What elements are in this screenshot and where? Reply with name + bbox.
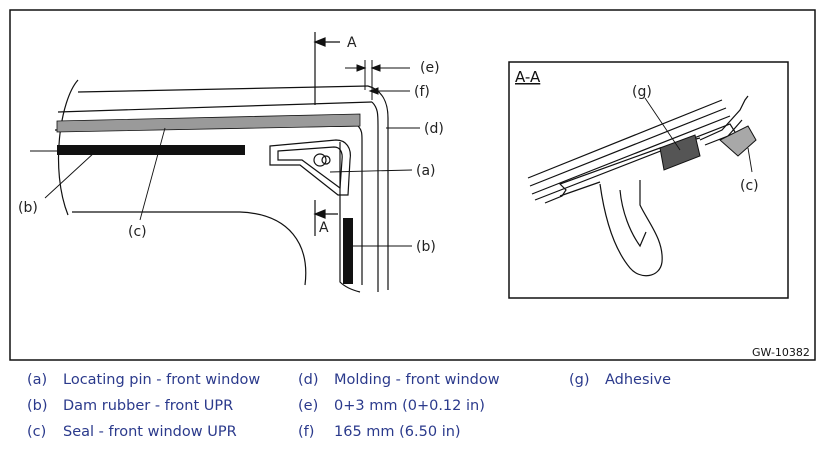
legend-key: (d)	[298, 372, 319, 388]
legend-item-a: (a) Locating pin - front window	[27, 372, 260, 388]
leaders-main	[44, 127, 420, 247]
leaders-section	[644, 97, 753, 173]
callout-b-left: (b)	[18, 200, 38, 216]
callout-e: (e)	[420, 60, 440, 76]
adhesive-block	[659, 134, 701, 171]
locating-pin	[313, 153, 327, 167]
dimension-f	[368, 87, 410, 95]
window-vertical-edge	[339, 142, 361, 293]
legend-item-d: (d) Molding - front window	[298, 372, 500, 388]
callout-a: (a)	[416, 163, 436, 179]
callout-c-section: (c)	[740, 178, 759, 194]
locating-pin-bracket	[269, 139, 351, 196]
main-view	[54, 79, 389, 293]
legend-key: (c)	[27, 424, 47, 440]
section-seal	[719, 125, 757, 157]
section-letter-top: A	[347, 35, 357, 51]
figure-id: GW-10382	[752, 346, 810, 359]
dam-rubber-upper	[57, 145, 245, 155]
callout-g: (g)	[632, 84, 652, 100]
callout-f: (f)	[414, 84, 430, 100]
callout-c-main: (c)	[128, 224, 147, 240]
section-letter-bottom: A	[319, 220, 329, 236]
section-title: A-A	[515, 68, 541, 86]
legend: (a) Locating pin - front window (b) Dam ru…	[0, 366, 824, 450]
section-marker-top	[313, 32, 340, 105]
legend-item-f: (f) 165 mm (6.50 in)	[298, 424, 461, 440]
legend-item-e: (e) 0+3 mm (0+0.12 in)	[298, 398, 485, 414]
technical-diagram: A A (e) (f) (d) (a) (b) (c) (b) A-A	[9, 9, 816, 361]
legend-text: Seal - front window UPR	[63, 424, 237, 440]
legend-key: (f)	[298, 424, 315, 440]
dimension-e	[345, 60, 410, 100]
legend-text: Molding - front window	[334, 372, 500, 388]
figure-frame	[9, 9, 816, 361]
molding-inner-2	[357, 125, 363, 285]
legend-key: (a)	[27, 372, 48, 388]
section-marker-bottom	[313, 200, 338, 236]
molding-inner	[371, 101, 379, 292]
legend-item-b: (b) Dam rubber - front UPR	[27, 398, 233, 414]
legend-item-c: (c) Seal - front window UPR	[27, 424, 237, 440]
legend-text: 165 mm (6.50 in)	[334, 424, 461, 440]
legend-text: Adhesive	[605, 372, 672, 388]
legend-key: (b)	[27, 398, 48, 414]
dam-rubber-side	[343, 218, 353, 284]
window-edge-top	[77, 85, 369, 93]
legend-text: Locating pin - front window	[63, 372, 261, 388]
legend-key: (e)	[298, 398, 319, 414]
locating-pin-bracket-inner	[277, 146, 343, 190]
body-outline-left	[57, 79, 79, 216]
legend-text: 0+3 mm (0+0.12 in)	[334, 398, 485, 414]
locating-pin-head	[321, 155, 331, 165]
legend-text: Dam rubber - front UPR	[63, 398, 234, 414]
callout-d: (d)	[424, 121, 444, 137]
legend-key: (g)	[569, 372, 590, 388]
body-outline-lower	[72, 211, 307, 286]
seal-band	[56, 113, 361, 133]
window-edge-mid	[57, 101, 373, 113]
legend-item-g: (g) Adhesive	[569, 372, 671, 388]
section-inset-frame	[508, 61, 789, 299]
callout-b-right: (b)	[416, 239, 436, 255]
